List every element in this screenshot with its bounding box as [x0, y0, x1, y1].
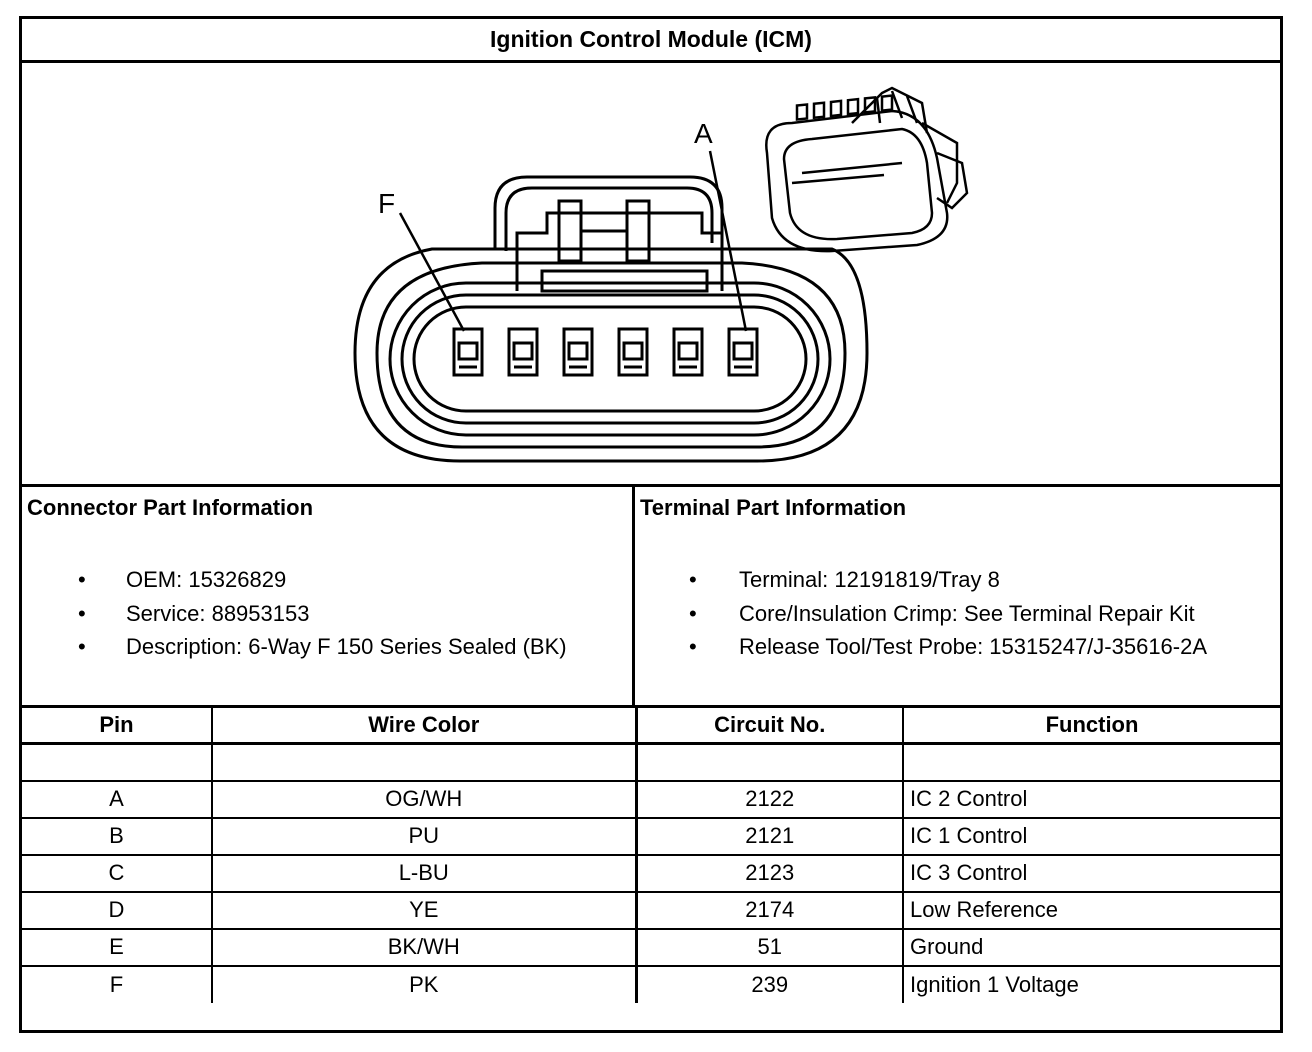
table-row: B PU 2121 IC 1 Control: [22, 816, 1280, 856]
terminal-cavities: [452, 327, 759, 377]
callout-a: A: [694, 118, 713, 149]
header-circuit-no: Circuit No.: [635, 706, 904, 745]
bullet-icon: •: [689, 600, 697, 626]
connector-figure: F A: [22, 63, 1280, 487]
table-row: E BK/WH 51 Ground: [22, 927, 1280, 967]
connector-face-drawing: F A: [353, 86, 969, 463]
table-row: C L-BU 2123 IC 3 Control: [22, 853, 1280, 893]
connector-isometric-drawing: [765, 86, 969, 253]
header-wire-color: Wire Color: [211, 706, 638, 745]
table-row: [22, 742, 1280, 782]
header-pin: Pin: [22, 706, 213, 745]
table-row: D YE 2174 Low Reference: [22, 890, 1280, 930]
bullet-icon: •: [78, 634, 86, 659]
connector-sheet: Ignition Control Module (ICM): [19, 16, 1283, 1033]
table-row: F PK 239 Ignition 1 Voltage: [22, 964, 1280, 1003]
header-function: Function: [902, 706, 1280, 745]
table-row: A OG/WH 2122 IC 2 Control: [22, 779, 1280, 819]
connector-info-heading: Connector Part Information: [27, 495, 314, 520]
table-header-row: Pin Wire Color Circuit No. Function: [22, 706, 1280, 745]
page-title: Ignition Control Module (ICM): [22, 19, 1280, 63]
bullet-icon: •: [78, 567, 86, 592]
callout-f: F: [378, 188, 395, 219]
terminal-info-heading: Terminal Part Information: [640, 495, 907, 520]
bullet-icon: •: [78, 600, 86, 626]
pinout-table: Pin Wire Color Circuit No. Function A OG…: [22, 705, 1280, 1003]
terminal-part-info: Terminal Part Information •Terminal: 121…: [640, 495, 1208, 659]
connector-part-info: Connector Part Information •OEM: 1532682…: [22, 487, 635, 705]
bullet-icon: •: [689, 634, 697, 659]
bullet-icon: •: [689, 567, 697, 592]
